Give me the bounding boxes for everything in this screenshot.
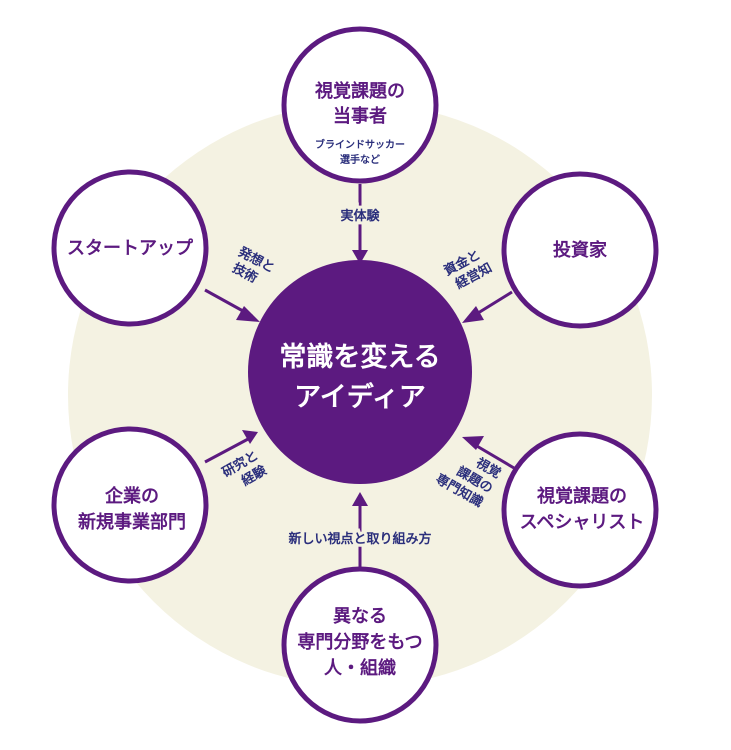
node-top-line1: 視覚課題の	[314, 80, 405, 102]
node-bottom-line2: 専門分野をもつ	[297, 631, 422, 653]
node-top-right	[501, 171, 659, 329]
node-bottom-line1: 異なる	[333, 606, 387, 627]
node-bottom-left-line1: 企業の	[104, 485, 159, 507]
center-circle	[248, 260, 472, 484]
node-top-right-line1: 投資家	[553, 239, 608, 261]
center-title-line2: アイディア	[294, 381, 426, 413]
node-top	[281, 26, 439, 184]
node-bottom-line3: 人・組織	[324, 657, 396, 679]
arrowhead-bottom-right	[462, 436, 484, 450]
edge-top-label: 実体験	[340, 208, 380, 224]
arrow-bottom-left	[204, 436, 251, 464]
arrowhead-top-left	[236, 306, 260, 322]
node-bottom-right	[501, 431, 659, 589]
node-bottom-right-line2: スペシャリスト	[520, 512, 645, 533]
arrowhead-top	[352, 250, 368, 264]
arrowhead-top-right	[462, 306, 484, 323]
center-title-line1: 常識を変える	[279, 341, 440, 373]
node-top-left-line1: スタートアップ	[67, 237, 194, 259]
node-top-sub2: 選手など	[340, 153, 380, 166]
node-bottom	[281, 566, 439, 724]
edge-bottom-label: 新しい視点と取り組み方	[288, 531, 431, 547]
node-bottom-left-line2: 新規事業部門	[78, 511, 186, 533]
node-bottom-left	[51, 426, 209, 584]
node-top-sub1: ブラインドサッカー	[315, 138, 405, 151]
node-top-line2: 当事者	[333, 105, 387, 127]
arrowhead-bottom	[352, 492, 368, 506]
node-bottom-right-line1: 視覚課題の	[536, 485, 627, 507]
node-top-left	[51, 169, 209, 327]
arrowhead-bottom-left	[242, 430, 258, 444]
